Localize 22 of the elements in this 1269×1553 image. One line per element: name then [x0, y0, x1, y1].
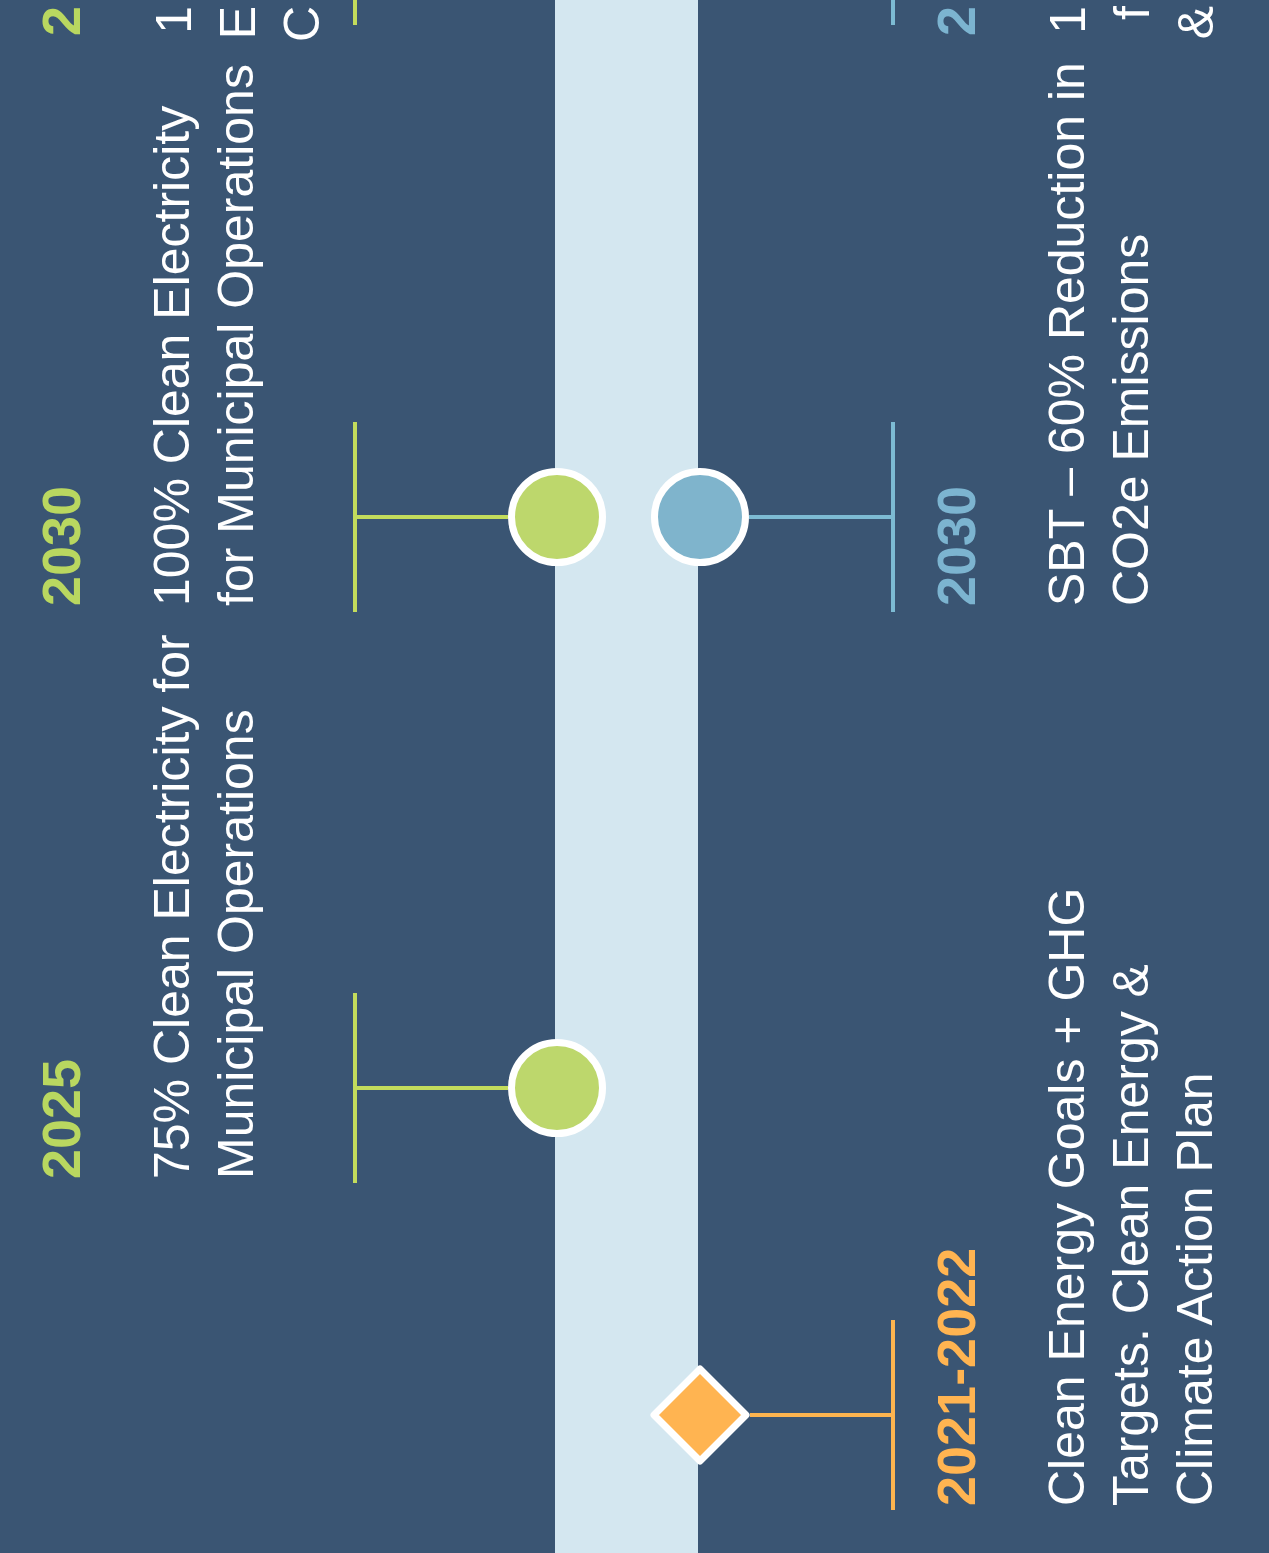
- milestone-text: 75% Clean Electricity for Municipal Operations: [143, 633, 265, 1179]
- connector-line: [749, 422, 895, 612]
- cut-off-text: 1: [145, 6, 203, 34]
- connector-line: [353, 993, 508, 1183]
- year-label: 2030: [925, 485, 987, 606]
- year-label: 2: [925, 6, 987, 37]
- year-label: 2: [30, 6, 92, 37]
- year-label: 2030: [30, 485, 92, 606]
- milestone-text: 100% Clean Electricity for Municipal Operations: [143, 63, 265, 606]
- timeline-band: [555, 0, 698, 1553]
- milestone-text: Clean Energy Goals + GHG Targets. Clean Energy & Climate Action Plan: [1038, 886, 1224, 1506]
- milestone-diamond: [650, 1365, 750, 1465]
- cut-off-text: C: [273, 6, 331, 43]
- cut-off-text: f: [1103, 6, 1161, 20]
- cut-off-text: 1: [1039, 6, 1097, 34]
- cut-off-text: &: [1167, 6, 1225, 40]
- year-label: 2021-2022: [925, 1247, 987, 1506]
- milestone-text: SBT – 60% Reduction in CO2e Emissions: [1038, 61, 1160, 606]
- connector-line: [750, 1320, 895, 1510]
- year-label: 2025: [30, 1058, 92, 1179]
- connector-line: [353, 422, 508, 612]
- cut-off-text: E: [209, 6, 267, 40]
